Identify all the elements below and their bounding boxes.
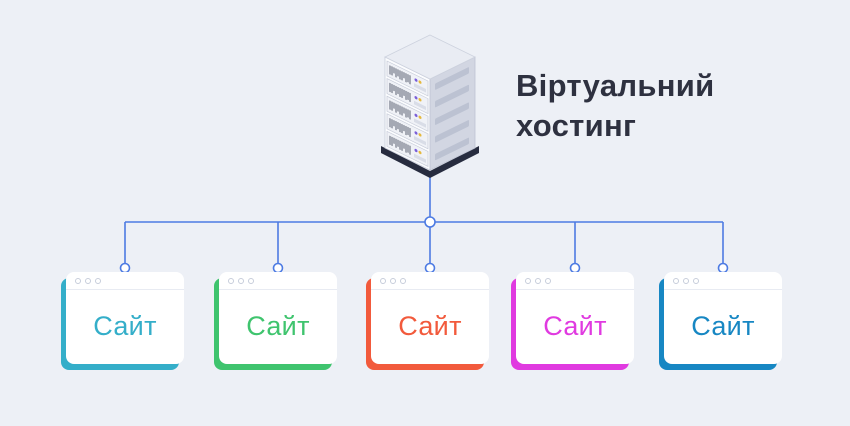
site-label: Сайт [246, 311, 310, 341]
window-dot-icon [238, 277, 244, 284]
window-dot-icon [228, 277, 234, 284]
window-dot-icon [380, 277, 386, 284]
site-label: Сайт [691, 311, 755, 341]
server-illustration [381, 34, 479, 178]
site-label: Сайт [398, 311, 462, 341]
site-card-4: Сайт [516, 272, 634, 364]
window-dot-icon [85, 277, 91, 284]
browser-chrome [516, 272, 634, 290]
page-title-line1: Віртуальний [516, 68, 715, 103]
window-dot-icon [75, 277, 81, 284]
window-dot-icon [400, 277, 406, 284]
window-dot-icon [693, 277, 699, 284]
site-card-2: Сайт [219, 272, 337, 364]
page-title: Віртуальний хостинг [516, 66, 714, 147]
site-label: Сайт [93, 311, 157, 341]
window-dot-icon [525, 277, 531, 284]
connector-nodes [119, 216, 729, 274]
browser-chrome [219, 272, 337, 290]
server-top-face [384, 34, 476, 80]
site-label: Сайт [543, 311, 607, 341]
window-dot-icon [683, 277, 689, 284]
window-dot-icon [95, 277, 101, 284]
window-dot-icon [673, 277, 679, 284]
connector-lines [124, 177, 724, 268]
window-dot-icon [545, 277, 551, 284]
window-dot-icon [390, 277, 396, 284]
site-card-1: Сайт [66, 272, 184, 364]
window-dot-icon [535, 277, 541, 284]
window-dot-icon [248, 277, 254, 284]
site-card-3: Сайт [371, 272, 489, 364]
browser-chrome [66, 272, 184, 290]
server-base [381, 146, 479, 178]
browser-chrome [371, 272, 489, 290]
browser-chrome [664, 272, 782, 290]
junction-circle [424, 216, 436, 228]
site-card-5: Сайт [664, 272, 782, 364]
page-title-line2: хостинг [516, 108, 637, 144]
